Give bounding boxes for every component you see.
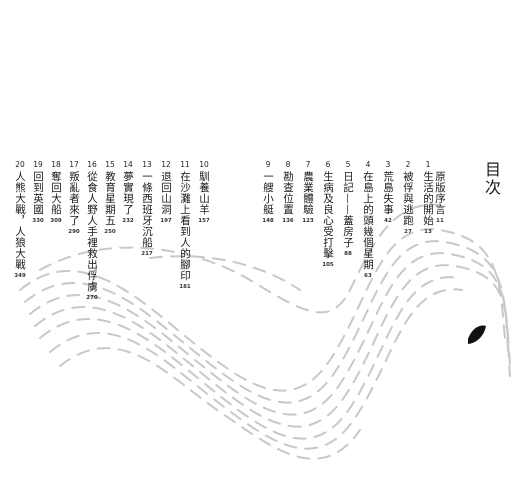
chapter-title: 在沙灘上看到人的腳印 [179,171,191,281]
chapter-number: 7 [305,160,311,169]
toc-entry: 1 生活的開始 13 [421,160,435,236]
chapter-number: 6 [325,160,331,169]
toc-entry: 原版序言 11 [433,160,447,225]
chapter-number: 5 [345,160,351,169]
chapter-number: 16 [87,160,97,169]
toc-title: 目次 [482,161,501,197]
page-number: 27 [404,229,412,235]
toc-entry: 6 生病及良心受打擊 105 [321,160,335,269]
chapter-title: 荒島失事 [382,171,394,215]
toc-entry: 5 日記——蓋房子 88 [341,160,355,258]
chapter-number: 18 [51,160,61,169]
chapter-title: 夢實現了 [122,171,134,215]
chapter-title: 原版序言 [434,171,446,215]
page-number: 270 [86,295,98,301]
toc-entry: 16 從食人野人手裡救出俘虜 270 [85,160,99,302]
toc-entry: 12 退回山洞 197 [159,160,173,225]
chapter-title: 奪回大船 [50,171,62,215]
chapter-number: 17 [69,160,79,169]
chapter-title: 一條西班牙沉船 [141,171,153,248]
page-number: 349 [14,273,26,279]
page-number: 290 [68,229,80,235]
chapter-title: 馴養山羊 [198,171,210,215]
page-number: 197 [160,218,172,224]
page-number: 232 [122,218,134,224]
page-number: 123 [302,218,314,224]
chapter-number: 20 [15,160,25,169]
chapter-title: 被俘與逃跑 [402,171,414,226]
chapter-title: 生活的開始 [422,171,434,226]
page-number: 309 [50,218,62,224]
chapter-title: 叛亂者來了 [68,171,80,226]
chapter-number: 10 [199,160,209,169]
toc-entry: 8 勘查位置 136 [281,160,295,225]
toc-entry: 7 農業體驗 123 [301,160,315,225]
chapter-number: 4 [365,160,371,169]
page-number: 217 [141,251,153,257]
chapter-number: 9 [265,160,271,169]
chapter-title: 教育星期五 [104,171,116,226]
chapter-number: 3 [385,160,391,169]
chapter-number: 8 [285,160,291,169]
chapter-title: 退回山洞 [160,171,172,215]
black-boat-shape [468,325,486,344]
page-number: 42 [384,218,392,224]
chapter-title: 農業體驗 [302,171,314,215]
chapter-number: 1 [425,160,431,169]
chapter-title: 一艘小艇 [262,171,274,215]
page-number: 148 [262,218,274,224]
toc-entry: 3 荒島失事 42 [381,160,395,225]
chapter-number: 13 [142,160,152,169]
chapter-title: 勘查位置 [282,171,294,215]
toc-entry: 20 人熊大戰，人狼大戰 349 [13,160,27,280]
page-number: 63 [364,273,372,279]
toc-entry: 15 教育星期五 250 [103,160,117,236]
chapter-title: 回到英國 [32,171,44,215]
page-number: 250 [104,229,116,235]
chapter-number: 11 [180,160,190,169]
chapter-title: 人熊大戰，人狼大戰 [14,171,26,270]
page-number: 330 [32,218,44,224]
toc-entry: 11 在沙灘上看到人的腳印 181 [178,160,192,291]
toc-entry: 17 叛亂者來了 290 [67,160,81,236]
page-number: 181 [179,284,191,290]
chapter-title: 從食人野人手裡救出俘虜 [86,171,98,292]
chapter-number: 2 [405,160,411,169]
chapter-title: 日記——蓋房子 [342,171,354,248]
chapter-number: 15 [105,160,115,169]
page-number: 13 [424,229,432,235]
toc-entry: 13 一條西班牙沉船 217 [140,160,154,258]
chapter-number: 14 [123,160,133,169]
page-number: 157 [198,218,210,224]
toc-entry: 10 馴養山羊 157 [197,160,211,225]
toc-entry: 2 被俘與逃跑 27 [401,160,415,236]
chapter-title: 在島上的頭幾個星期 [362,171,374,270]
toc-entry: 9 一艘小艇 148 [261,160,275,225]
toc-entry: 4 在島上的頭幾個星期 63 [361,160,375,280]
chapter-number: 19 [33,160,43,169]
toc-entry: 14 夢實現了 232 [121,160,135,225]
toc-entry: 19 回到英國 330 [31,160,45,225]
page-number: 136 [282,218,294,224]
chapter-number: 12 [161,160,171,169]
page-number: 88 [344,251,352,257]
page-number: 105 [322,262,334,268]
toc-entry: 18 奪回大船 309 [49,160,63,225]
page-number: 11 [436,218,444,224]
chapter-title: 生病及良心受打擊 [322,171,334,259]
